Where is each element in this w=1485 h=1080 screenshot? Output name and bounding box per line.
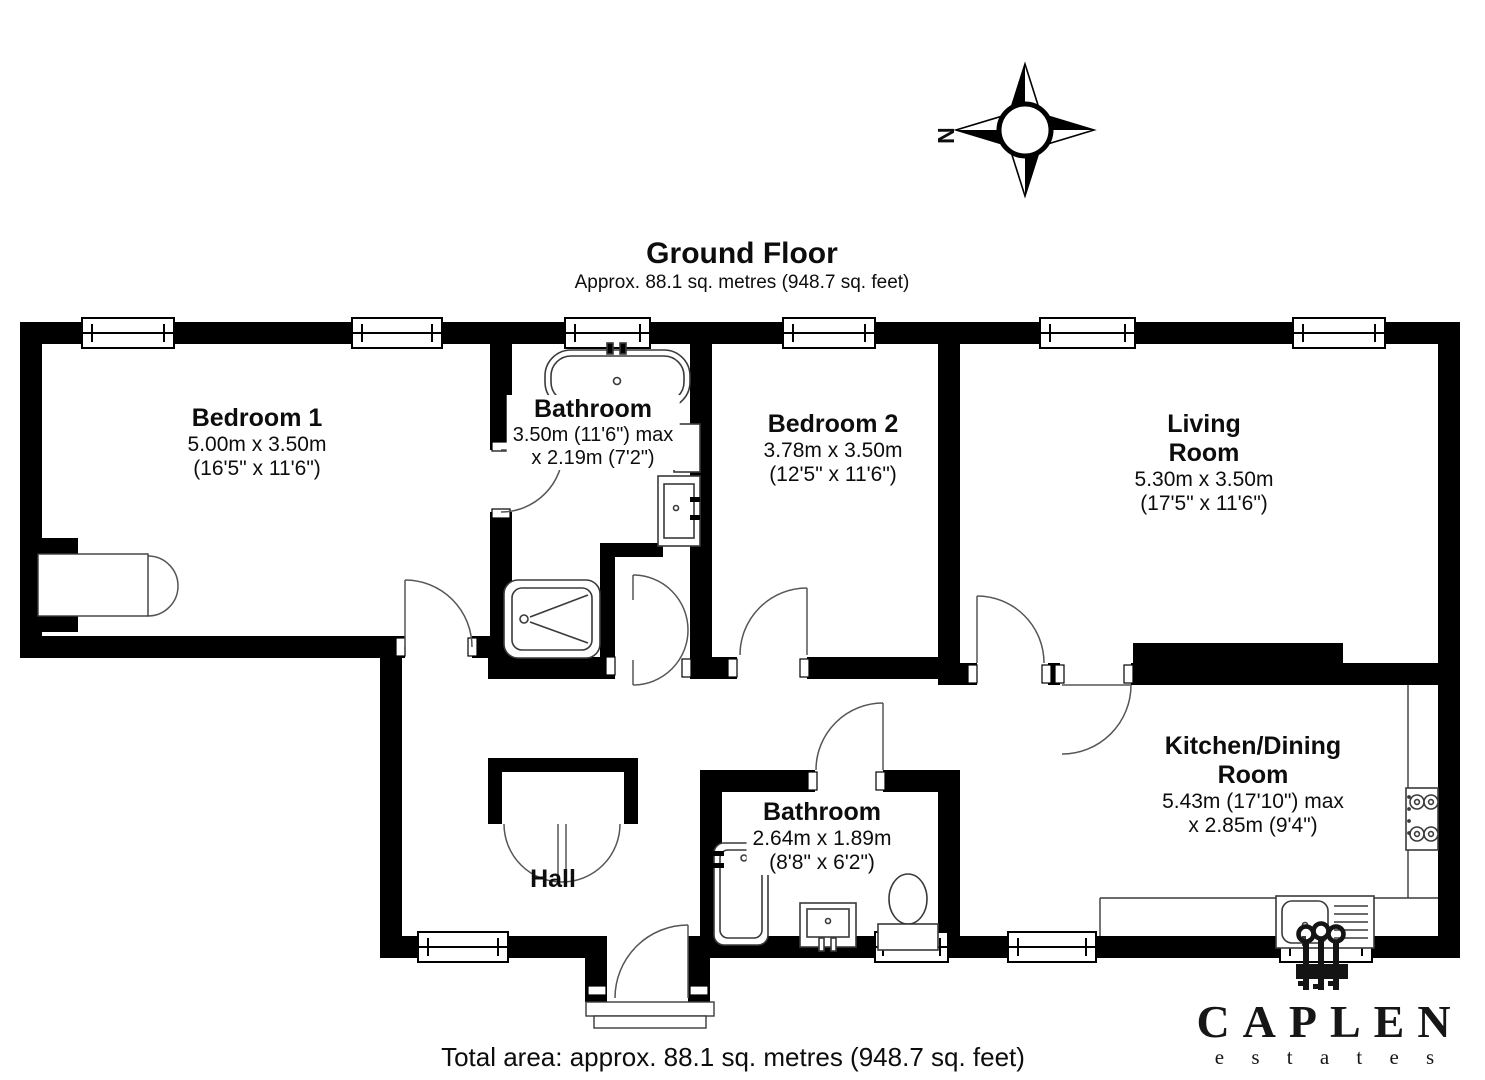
room-dim-imperial: (17'5" x 11'6") <box>1140 491 1268 515</box>
room-dim-metric: 2.64m x 1.89m <box>752 826 892 850</box>
room-name: Room <box>1217 760 1289 789</box>
room-dim-metric: 5.30m x 3.50m <box>1134 467 1274 491</box>
sink <box>799 902 857 952</box>
room-dim-imperial: (16'5" x 11'6") <box>193 456 321 480</box>
room-label-bedroom2: Bedroom 2 3.78m x 3.50m (12'5" x 11'6") <box>764 410 903 487</box>
door-kitchen <box>1061 684 1132 755</box>
page-subtitle: Approx. 88.1 sq. metres (948.7 sq. feet) <box>574 272 910 293</box>
door-airing-cupboard <box>632 574 689 686</box>
room-name: Bathroom <box>533 395 653 423</box>
room-dim-imperial: (8'8" x 6'2") <box>769 850 875 874</box>
door-bathroom2 <box>815 702 884 771</box>
room-name: Living <box>1167 410 1241 438</box>
door-jambs <box>395 441 1134 996</box>
room-name: Bathroom <box>762 798 882 826</box>
room-dim-imperial: x 2.85m (9'4") <box>1188 813 1318 837</box>
room-name: Hall <box>530 865 576 893</box>
door-entrance <box>614 924 689 999</box>
compass-north-label: N <box>932 127 959 144</box>
door-living-room <box>976 595 1045 664</box>
page-title: Ground Floor <box>646 237 838 270</box>
compass-icon <box>953 61 1097 199</box>
wardrobe-recess <box>37 553 149 617</box>
room-name: Room <box>1168 438 1240 467</box>
room-name: Bedroom 2 <box>767 410 899 438</box>
door-bedroom1 <box>404 579 473 648</box>
room-label-kitchen: Kitchen/Dining Room 5.43m (17'10") max x… <box>1156 732 1350 838</box>
window <box>417 931 509 963</box>
window <box>1292 317 1386 349</box>
room-label-bathroom1: Bathroom 3.50m (11'6") max x 2.19m (7'2"… <box>506 395 680 470</box>
brand-tagline: e s t a t e s <box>1214 1045 1446 1069</box>
doors <box>147 449 1132 999</box>
room-label-bedroom1: Bedroom 1 5.00m x 3.50m (16'5" x 11'6") <box>188 404 327 481</box>
kitchen-sink-unit <box>1275 895 1375 949</box>
toilet <box>877 873 939 951</box>
room-dim-imperial: (12'5" x 11'6") <box>769 462 897 486</box>
room-dim-metric: 3.50m (11'6") max <box>512 423 674 446</box>
room-dim-metric: 5.43m (17'10") max <box>1162 789 1344 813</box>
door-wardrobe <box>147 555 179 617</box>
room-label-hall: Hall <box>530 865 576 894</box>
room-label-living-room: Living Room 5.30m x 3.50m (17'5" x 11'6"… <box>1135 410 1274 516</box>
window <box>81 317 175 349</box>
door-hall-cupboard <box>503 823 621 883</box>
bathtub <box>544 342 691 409</box>
door-bedroom2 <box>739 587 808 656</box>
room-dim-imperial: x 2.19m (7'2") <box>531 446 655 469</box>
room-dim-metric: 3.78m x 3.50m <box>763 438 903 462</box>
window <box>782 317 876 349</box>
hob <box>1405 787 1439 851</box>
shower <box>503 579 601 659</box>
entrance-step <box>585 1001 715 1029</box>
room-name: Bedroom 1 <box>191 404 323 432</box>
window <box>1007 931 1097 963</box>
keys-icon <box>1296 921 1348 990</box>
window <box>1039 317 1136 349</box>
sink <box>657 475 701 547</box>
room-dim-metric: 5.00m x 3.50m <box>187 432 327 456</box>
window <box>351 317 443 349</box>
room-label-bathroom2: Bathroom 2.64m x 1.89m (8'8" x 6'2") <box>746 798 898 876</box>
brand-name: CAPLEN <box>1196 996 1464 1047</box>
room-name: Kitchen/Dining <box>1164 732 1342 760</box>
total-area-text: Total area: approx. 88.1 sq. metres (948… <box>441 1042 1025 1072</box>
